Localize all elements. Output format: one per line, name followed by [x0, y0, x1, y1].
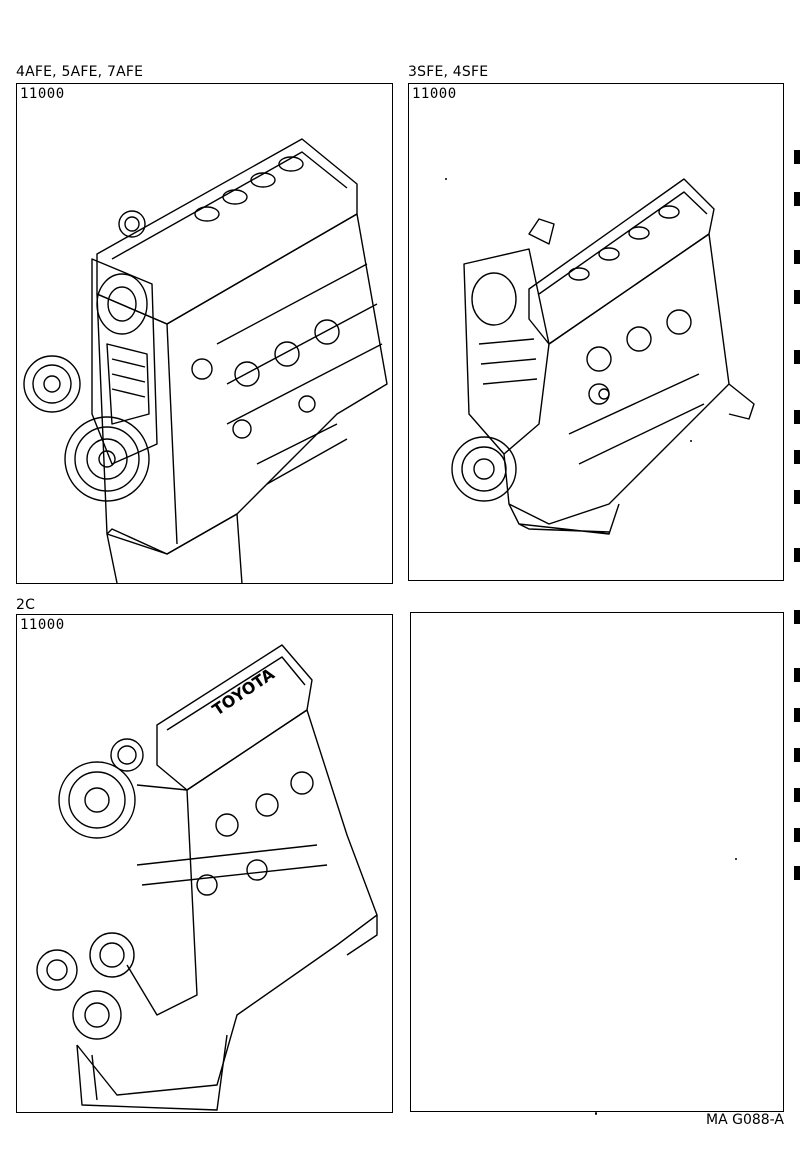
part-number-2c: 11000 — [20, 617, 65, 633]
margin-mark — [794, 410, 800, 424]
drawing-code: MA G088-A — [706, 1112, 784, 1128]
engine-2c-drawing: TOYOTA — [36, 644, 378, 1111]
margin-mark — [794, 490, 800, 504]
panel-title-3sfe: 3SFE, 4SFE — [408, 64, 489, 80]
part-number-3sfe: 11000 — [412, 86, 457, 102]
margin-mark — [794, 350, 800, 364]
margin-mark — [794, 450, 800, 464]
margin-mark — [794, 708, 800, 722]
margin-mark — [794, 192, 800, 206]
margin-mark — [794, 250, 800, 264]
scan-speck — [595, 1112, 597, 1115]
panel-2c: 11000 TOYOTA — [16, 614, 393, 1113]
engine-4afe-drawing — [23, 138, 388, 583]
margin-mark — [794, 788, 800, 802]
panel-4afe: 11000 — [16, 83, 393, 584]
panel-title-2c: 2C — [16, 597, 36, 613]
part-number-4afe: 11000 — [20, 86, 65, 102]
toyota-logo-text: TOYOTA — [209, 664, 279, 720]
panel-3sfe: 11000 — [408, 83, 784, 581]
engine-3sfe-drawing — [451, 178, 755, 535]
margin-mark — [794, 668, 800, 682]
scan-speck — [735, 858, 737, 860]
margin-mark — [794, 866, 800, 880]
margin-mark — [794, 748, 800, 762]
margin-mark — [794, 290, 800, 304]
panel-title-4afe: 4AFE, 5AFE, 7AFE — [16, 64, 144, 80]
scan-speck — [690, 440, 692, 442]
panel-empty — [410, 612, 784, 1112]
margin-mark — [794, 548, 800, 562]
margin-mark — [794, 150, 800, 164]
margin-mark — [794, 610, 800, 624]
scan-speck — [445, 178, 447, 180]
margin-mark — [794, 828, 800, 842]
